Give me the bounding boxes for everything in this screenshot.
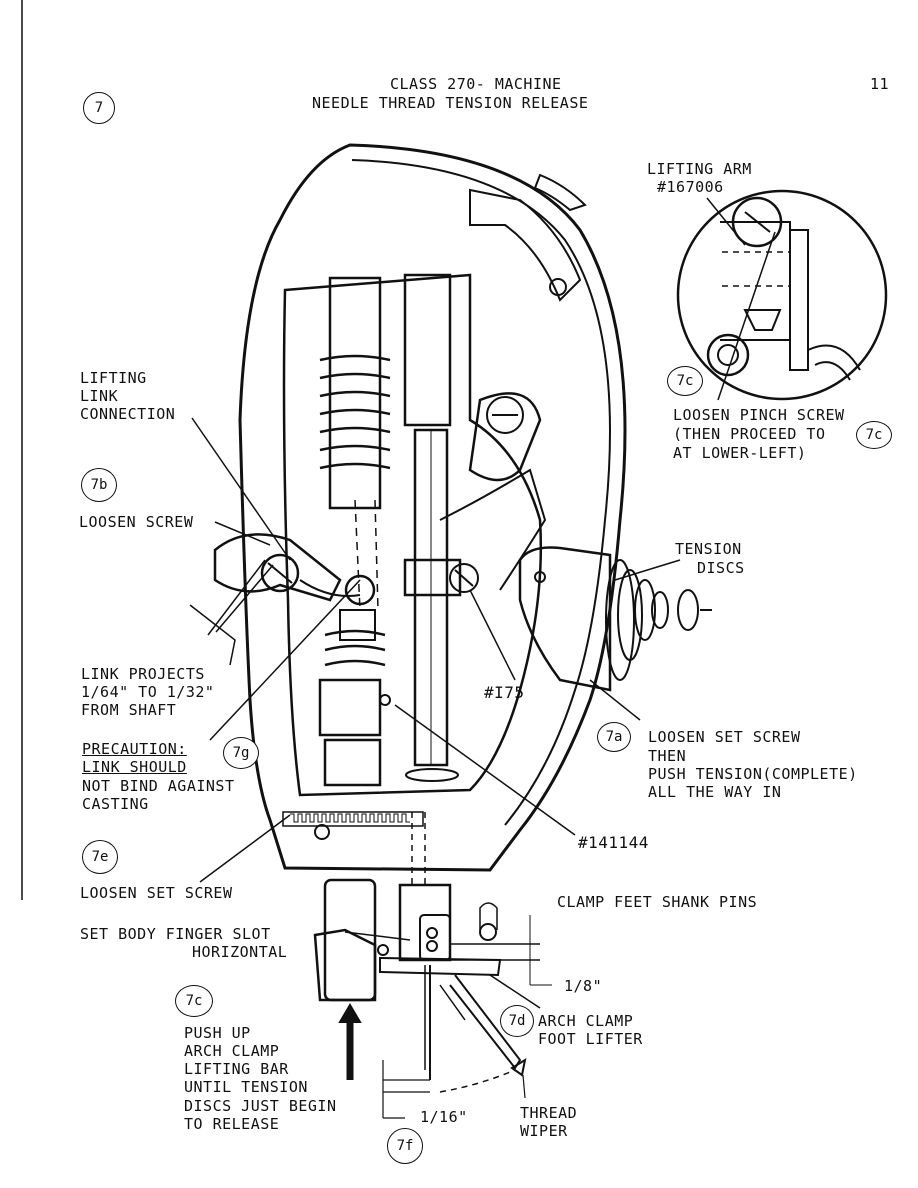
ref-7a: 7a [597,722,631,752]
ref-7d: 7d [500,1005,534,1037]
tension-discs-line-1: TENSION [675,540,742,558]
push-up-line-1: PUSH UP [184,1024,251,1042]
set-body-line-1: SET BODY FINGER SLOT [80,925,271,943]
precaution-line-2: LINK SHOULD [82,758,187,776]
ref-7c-lower: 7c [175,985,213,1017]
arch-clamp-line-1: ARCH CLAMP [538,1012,634,1030]
loosen-set-screw-7e-label: LOOSEN SET SCREW [80,884,233,902]
loosen-pinch-line-2: (THEN PROCEED TO [673,425,826,443]
loosen-pinch-line-3: AT LOWER-LEFT) [673,444,807,462]
tension-discs-line-2: DISCS [697,559,745,577]
clamp-feet-label: CLAMP FEET SHANK PINS [557,893,758,911]
part-175-label: #I75 [484,683,525,702]
title-line-1: CLASS 270- MACHINE [390,75,562,93]
head-casting-outline [238,143,627,872]
link-projects-line-1: LINK PROJECTS [81,665,205,683]
push-up-line-6: TO RELEASE [184,1115,280,1133]
title-line-2: NEEDLE THREAD TENSION RELEASE [312,94,589,112]
push-up-line-2: ARCH CLAMP [184,1042,280,1060]
thread-wiper-line-1: THREAD [520,1104,578,1122]
ref-7c-inline: 7c [856,421,892,449]
loosen-set-screw-7a-line-3: PUSH TENSION(COMPLETE) [648,765,858,783]
link-projects-line-2: 1/64" TO 1/32" [81,683,215,701]
detail-circle [676,189,888,401]
set-body-line-2: HORIZONTAL [192,943,288,961]
lifting-arm-label: LIFTING ARM [647,160,752,178]
link-projects-line-3: FROM SHAFT [81,701,177,719]
lifting-arm-part: #167006 [657,178,724,196]
dimension-one-eighth: 1/8" [564,977,603,995]
precaution-line-4: CASTING [82,795,149,813]
lifting-link-line-2: LINK [80,387,119,405]
thread-wiper-line-2: WIPER [520,1122,568,1140]
lifting-link-line-3: CONNECTION [80,405,176,423]
loosen-pinch-line-1: LOOSEN PINCH SCREW [673,406,845,424]
ref-7g: 7g [223,737,259,769]
figure-label: 7 [83,92,115,124]
dimension-one-sixteenth: 1/16" [420,1108,468,1126]
push-up-line-3: LIFTING BAR [184,1060,289,1078]
push-up-line-4: UNTIL TENSION [184,1078,308,1096]
push-up-line-5: DISCS JUST BEGIN [184,1097,337,1115]
lifting-link-line-1: LIFTING [80,369,147,387]
ref-7e: 7e [82,840,118,874]
arch-clamp-line-2: FOOT LIFTER [538,1030,643,1048]
precaution-line-3: NOT BIND AGAINST [82,777,235,795]
ref-7c-detail: 7c [667,366,703,396]
page-number: 11 [870,75,890,93]
part-141144-label: #141144 [578,833,649,852]
loosen-set-screw-7a-line-4: ALL THE WAY IN [648,783,782,801]
loosen-set-screw-7a-line-1: LOOSEN SET SCREW [648,728,801,746]
loosen-set-screw-7a-line-2: THEN [648,747,687,765]
ref-7b: 7b [81,468,117,502]
loosen-screw-label: LOOSEN SCREW [79,513,194,531]
ref-7f: 7f [387,1128,423,1164]
precaution-line-1: PRECAUTION: [82,740,187,758]
